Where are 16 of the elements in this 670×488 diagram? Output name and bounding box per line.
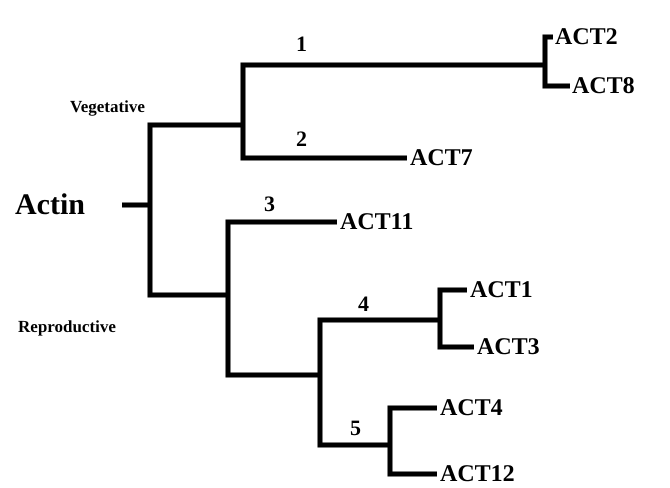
- taxon-label: ACT4: [440, 396, 503, 420]
- clade-label: Vegetative: [70, 98, 145, 115]
- taxon-label: ACT1: [470, 278, 533, 302]
- branch-number: 2: [296, 128, 307, 150]
- taxon-label: ACT8: [572, 74, 635, 98]
- root-label: Actin: [15, 190, 85, 220]
- taxon-label: ACT12: [440, 462, 515, 486]
- branch-number: 1: [296, 33, 307, 55]
- branch-number: 5: [350, 417, 361, 439]
- branch-number: 3: [264, 193, 275, 215]
- clade-label: Reproductive: [18, 318, 116, 335]
- taxon-label: ACT3: [477, 335, 540, 359]
- taxon-label: ACT11: [340, 210, 414, 234]
- taxon-label: ACT7: [410, 146, 473, 170]
- branch-number: 4: [358, 293, 369, 315]
- taxon-label: ACT2: [555, 25, 618, 49]
